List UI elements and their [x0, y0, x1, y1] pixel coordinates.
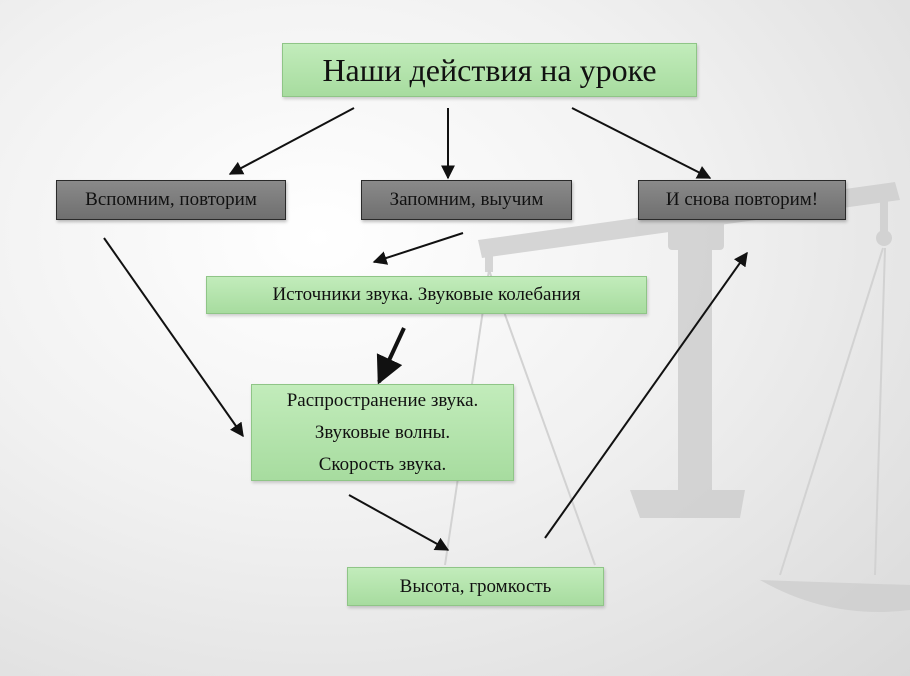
step-repeat-label: И снова повторим! [665, 189, 819, 210]
arrow-propagation-to-pitch [348, 494, 450, 551]
topic-propagation-box: Распространение звука. Звуковые волны. С… [251, 384, 514, 481]
topic-propagation-line-3: Скорость звука. [318, 453, 447, 475]
topic-pitch-box: Высота, громкость [347, 567, 604, 606]
topic-propagation-line-2: Звуковые волны. [314, 421, 451, 443]
arrow-learn-to-sources [372, 232, 464, 265]
arrow-title-to-recall [228, 107, 355, 175]
step-recall-box: Вспомним, повторим [56, 180, 286, 220]
topic-sources-label: Источники звука. Звуковые колебания [272, 284, 581, 305]
step-learn-label: Запомним, выучим [389, 189, 544, 210]
topic-pitch-label: Высота, громкость [399, 575, 552, 597]
topic-propagation-line-1: Распространение звука. [286, 389, 479, 411]
arrow-title-to-repeat [571, 107, 712, 179]
title-text: Наши действия на уроке [322, 51, 657, 88]
step-repeat-box: И снова повторим! [638, 180, 846, 220]
arrow-sources-to-propagation [376, 327, 406, 385]
arrow-pitch-to-repeat [544, 251, 748, 539]
title-box: Наши действия на уроке [282, 43, 697, 97]
arrow-recall-to-propagation [103, 237, 244, 438]
step-learn-box: Запомним, выучим [361, 180, 572, 220]
step-recall-label: Вспомним, повторим [85, 189, 257, 210]
topic-sources-box: Источники звука. Звуковые колебания [206, 276, 647, 314]
